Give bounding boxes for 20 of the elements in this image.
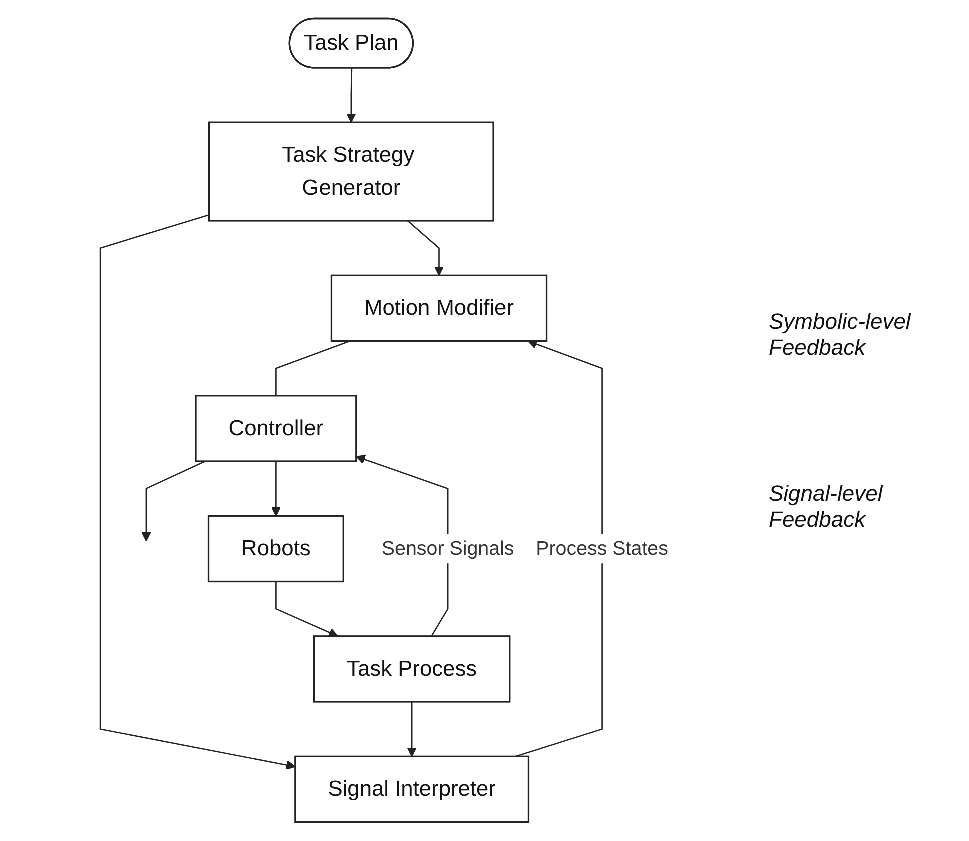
edge-label: Sensor Signals xyxy=(382,537,514,560)
arrow xyxy=(276,582,338,638)
feedback-label: Signal-level Feedback xyxy=(769,480,884,532)
arrow xyxy=(100,214,296,770)
arrow xyxy=(407,220,444,276)
arrow xyxy=(516,340,603,758)
arrow xyxy=(346,68,356,124)
feedback-label: Symbolic-level Feedback xyxy=(769,308,912,360)
node-box: Task Strategy Generator xyxy=(208,122,494,222)
node-box: Robots xyxy=(208,515,344,583)
node-box: Signal Interpreter xyxy=(294,756,530,824)
arrow xyxy=(356,455,449,637)
connector xyxy=(276,340,351,396)
arrow xyxy=(271,462,281,517)
arrow xyxy=(407,702,417,758)
node-box: Controller xyxy=(195,395,358,462)
arrow xyxy=(142,460,206,542)
edge-label: Process States xyxy=(536,537,668,560)
node-box: Task Process xyxy=(313,636,511,703)
node-box: Motion Modifier xyxy=(330,274,548,342)
